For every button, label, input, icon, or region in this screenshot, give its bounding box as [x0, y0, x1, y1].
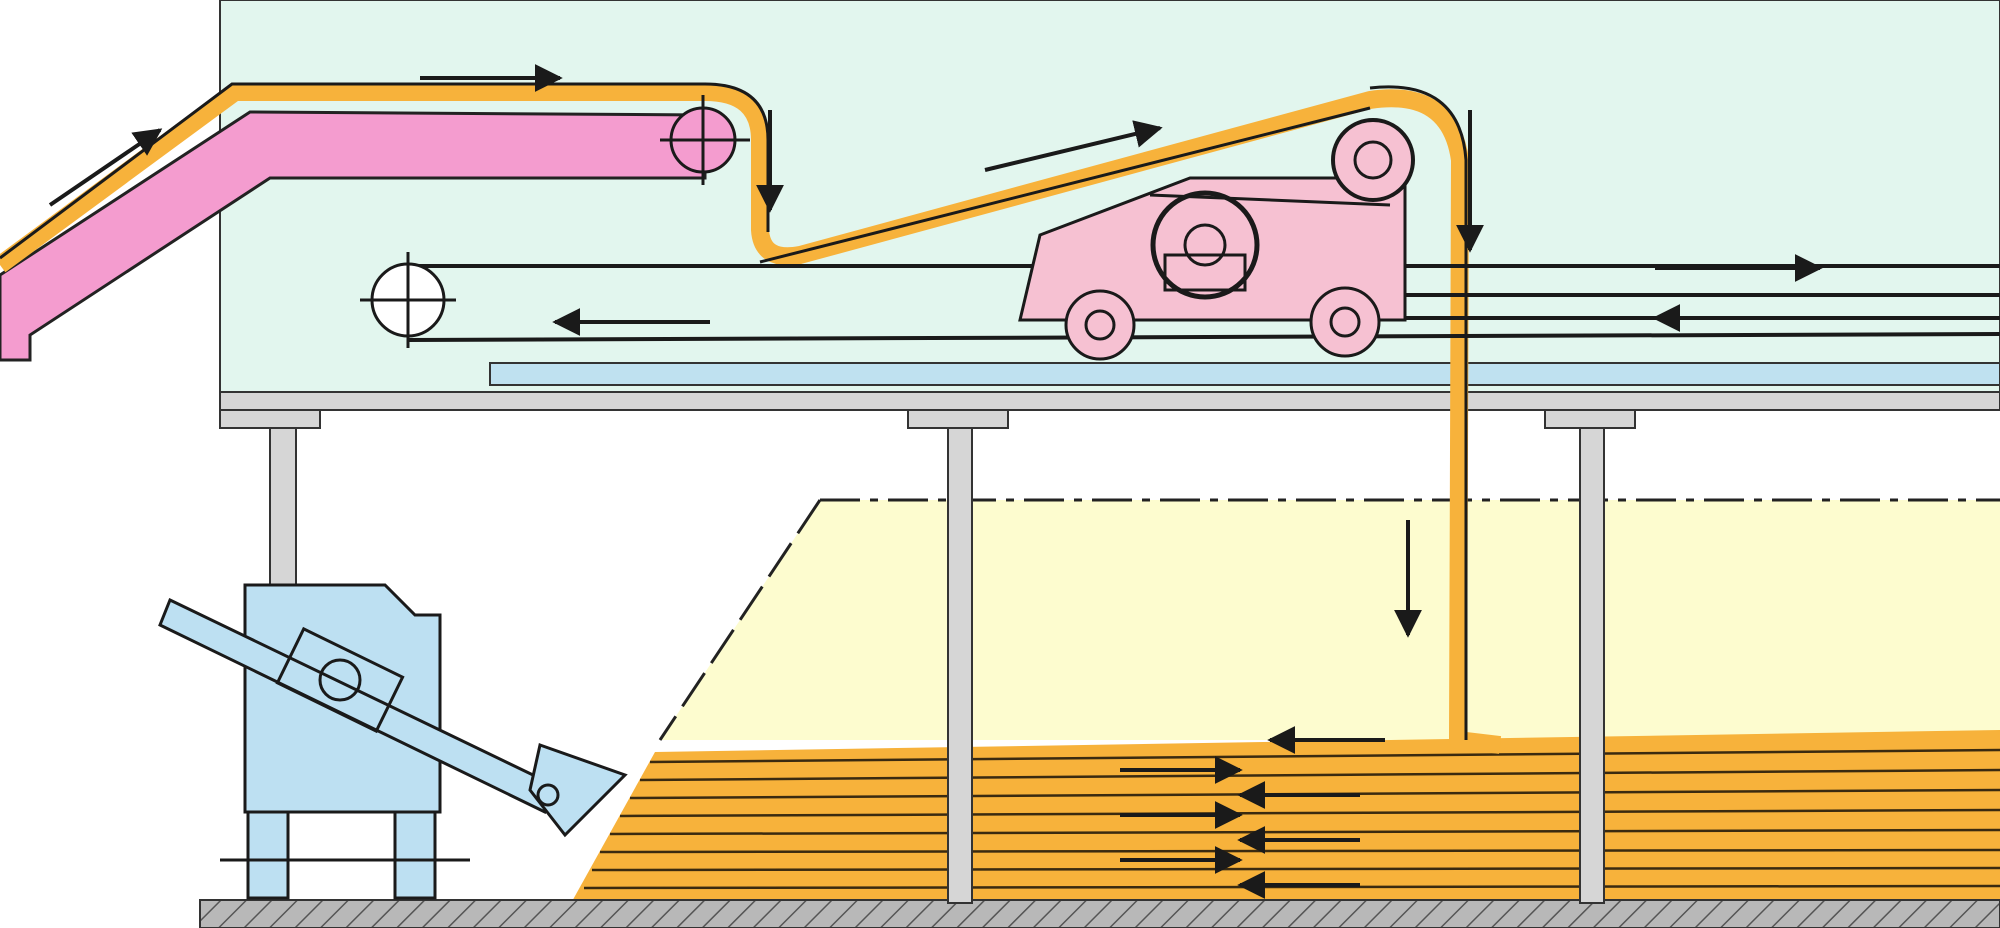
- material-stack: [570, 730, 2000, 905]
- bucket-icon: [528, 743, 628, 838]
- pulley-icon: [660, 95, 750, 185]
- drive-pulley-icon: [1150, 190, 1260, 300]
- flow-arrows: [48, 64, 1823, 899]
- flow-arrow-icon: [984, 120, 1163, 172]
- tripper-carriage: [1018, 118, 1415, 361]
- inclined-conveyor: [0, 110, 707, 362]
- reclaimer-machine: [158, 583, 628, 900]
- wheel-icon: [1064, 289, 1136, 361]
- carriage-rail: [489, 362, 2000, 386]
- support-columns: [219, 409, 1636, 904]
- stack-area: [660, 500, 2000, 740]
- tail-pulley-icon: [360, 252, 456, 348]
- head-pulley-icon: [1331, 118, 1415, 202]
- floor-slab: [199, 899, 2000, 928]
- material-belt: [0, 83, 1502, 754]
- flow-arrow-icon: [48, 128, 163, 207]
- stack-slope-line: [658, 499, 822, 741]
- platform-beam: [219, 391, 2000, 411]
- wheel-icon: [1309, 286, 1381, 358]
